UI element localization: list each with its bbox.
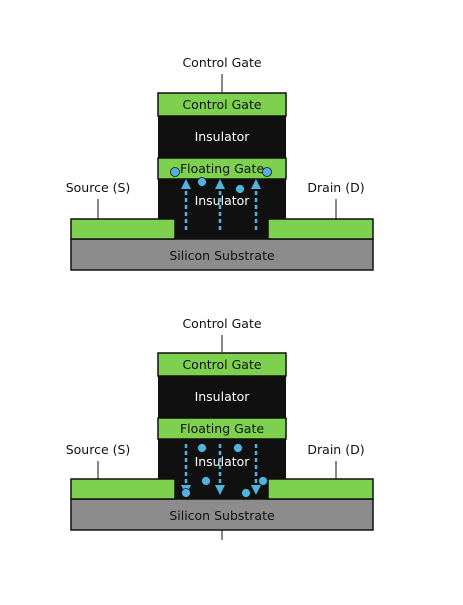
lower-insulator-label: Insulator (195, 193, 251, 208)
silicon-substrate (70, 498, 374, 531)
floating-gate-label: Floating Gate (180, 421, 264, 436)
electron (262, 167, 272, 177)
substrate-label: Silicon Substrate (169, 248, 275, 263)
drain-label: Drain (D) (307, 180, 364, 195)
upper-insulator (158, 376, 286, 418)
electron (170, 167, 180, 177)
cell-diagram-programming: Control Gate Silicon Substrate Source (S… (66, 55, 374, 271)
floating-gate (157, 417, 287, 440)
control-gate-label: Control Gate (182, 97, 261, 112)
electron (258, 476, 268, 486)
electron (233, 443, 243, 453)
control-gate (157, 352, 287, 377)
substrate-label: Silicon Substrate (169, 508, 275, 523)
electron (181, 488, 191, 498)
source-region (70, 478, 176, 500)
upper-insulator (158, 116, 286, 158)
control-gate (157, 92, 287, 117)
electron (235, 184, 245, 194)
drain-label: Drain (D) (307, 442, 364, 457)
control-gate-terminal-label: Control Gate (182, 316, 261, 331)
drain-region (267, 478, 374, 500)
lower-insulator-label: Insulator (195, 454, 251, 469)
control-gate-label: Control Gate (182, 357, 261, 372)
source-label: Source (S) (66, 442, 131, 457)
upper-insulator-label: Insulator (195, 389, 251, 404)
control-gate-terminal-label: Control Gate (182, 55, 261, 70)
electron (241, 488, 251, 498)
cell-diagram-erasing: Control Gate Silicon Substrate Source (S… (66, 316, 374, 540)
drain-region (267, 218, 374, 240)
electron (197, 443, 207, 453)
channel-region (175, 219, 268, 239)
silicon-substrate (70, 238, 374, 271)
electron (201, 476, 211, 486)
source-region (70, 218, 176, 240)
upper-insulator-label: Insulator (195, 129, 251, 144)
electron (197, 177, 207, 187)
source-label: Source (S) (66, 180, 131, 195)
lower-insulator (158, 439, 286, 479)
floating-gate-label: Floating Gate (180, 161, 264, 176)
